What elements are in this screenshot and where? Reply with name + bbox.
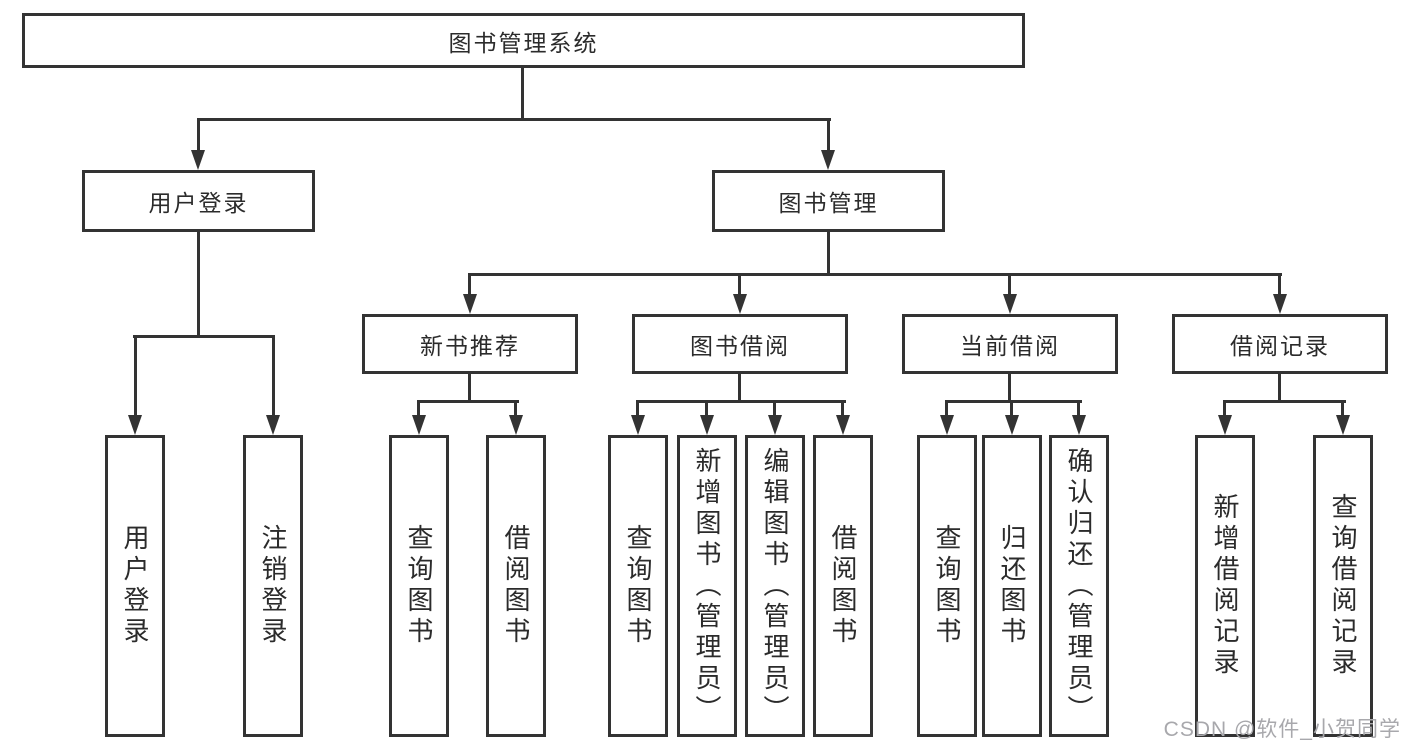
arrow-down-icon bbox=[940, 415, 954, 435]
node-library-management-system: 图书管理系统 bbox=[22, 13, 1025, 68]
node-query-books-current: 查询图书 bbox=[917, 435, 977, 737]
arrow-down-icon bbox=[768, 415, 782, 435]
arrow-down-icon bbox=[412, 415, 426, 435]
node-logout: 注销登录 bbox=[243, 435, 303, 737]
arrow-stem bbox=[1077, 403, 1080, 415]
arrow-stem bbox=[468, 276, 471, 295]
arrow-stem bbox=[1278, 276, 1281, 295]
arrow-stem bbox=[1008, 276, 1011, 295]
arrow-stem bbox=[1341, 403, 1344, 415]
node-book-management: 图书管理 bbox=[712, 170, 945, 232]
node-current-borrowing: 当前借阅 bbox=[902, 314, 1118, 374]
arrow-down-icon bbox=[1218, 415, 1232, 435]
node-borrowing-records: 借阅记录 bbox=[1172, 314, 1388, 374]
watermark: CSDN @软件_小贺同学 bbox=[1163, 718, 1401, 741]
arrow-down-icon bbox=[1072, 415, 1086, 435]
node-query-books-recommend: 查询图书 bbox=[389, 435, 449, 737]
arrow-down-icon bbox=[631, 415, 645, 435]
arrow-stem bbox=[514, 403, 517, 415]
arrow-stem bbox=[197, 121, 200, 151]
arrow-down-icon bbox=[191, 150, 205, 170]
arrow-down-icon bbox=[1005, 415, 1019, 435]
connector-hline bbox=[636, 400, 846, 403]
node-add-borrow-record: 新增借阅记录 bbox=[1195, 435, 1255, 737]
arrow-stem bbox=[738, 276, 741, 295]
arrow-down-icon bbox=[266, 415, 280, 435]
arrow-down-icon bbox=[1273, 294, 1287, 314]
node-borrow-books-recommend: 借阅图书 bbox=[486, 435, 546, 737]
connector-hline bbox=[468, 273, 1282, 276]
connector-hline bbox=[417, 400, 519, 403]
arrow-stem bbox=[134, 338, 137, 416]
connector-vline bbox=[468, 374, 471, 400]
node-add-books-admin: 新增图书（管理员） bbox=[677, 435, 737, 737]
node-borrow-books: 借阅图书 bbox=[813, 435, 873, 737]
connector-hline bbox=[945, 400, 1082, 403]
connector-vline bbox=[738, 374, 741, 400]
node-book-borrowing: 图书借阅 bbox=[632, 314, 848, 374]
arrow-down-icon bbox=[1003, 294, 1017, 314]
node-query-borrow-record: 查询借阅记录 bbox=[1313, 435, 1373, 737]
arrow-down-icon bbox=[1336, 415, 1350, 435]
arrow-stem bbox=[417, 403, 420, 415]
arrow-stem bbox=[841, 403, 844, 415]
arrow-stem bbox=[1223, 403, 1226, 415]
node-user-login: 用户登录 bbox=[82, 170, 315, 232]
arrow-stem bbox=[1010, 403, 1013, 415]
connector-hline bbox=[197, 118, 831, 121]
arrow-down-icon bbox=[836, 415, 850, 435]
node-query-books-borrowing: 查询图书 bbox=[608, 435, 668, 737]
arrow-down-icon bbox=[821, 150, 835, 170]
arrow-down-icon bbox=[700, 415, 714, 435]
connector-vline bbox=[1278, 374, 1281, 400]
connector-vline bbox=[1008, 374, 1011, 400]
node-return-books: 归还图书 bbox=[982, 435, 1042, 737]
connector-hline bbox=[1223, 400, 1346, 403]
arrow-stem bbox=[945, 403, 948, 415]
arrow-stem bbox=[773, 403, 776, 415]
connector-vline bbox=[827, 232, 830, 273]
arrow-stem bbox=[636, 403, 639, 415]
connector-hline bbox=[133, 335, 275, 338]
connector-vline bbox=[197, 232, 200, 335]
node-confirm-return-admin: 确认归还（管理员） bbox=[1049, 435, 1109, 737]
arrow-stem bbox=[272, 338, 275, 416]
arrow-down-icon bbox=[463, 294, 477, 314]
arrow-stem bbox=[705, 403, 708, 415]
connector-vline bbox=[521, 68, 524, 118]
node-user-login-leaf: 用户登录 bbox=[105, 435, 165, 737]
arrow-down-icon bbox=[733, 294, 747, 314]
arrow-stem bbox=[827, 121, 830, 151]
node-new-book-recommend: 新书推荐 bbox=[362, 314, 578, 374]
arrow-down-icon bbox=[509, 415, 523, 435]
arrow-down-icon bbox=[128, 415, 142, 435]
node-edit-books-admin: 编辑图书（管理员） bbox=[745, 435, 805, 737]
